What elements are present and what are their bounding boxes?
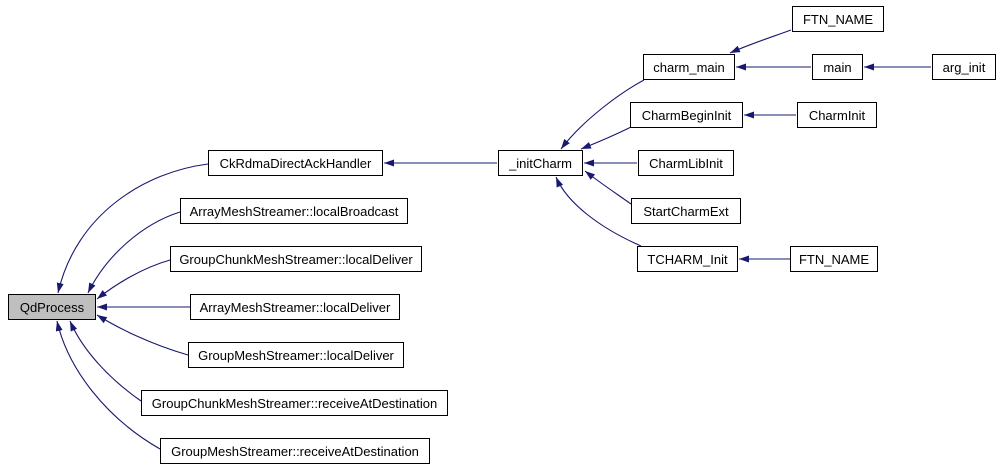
node-group-local-deliver[interactable]: GroupMeshStreamer::localDeliver — [188, 342, 404, 368]
node-ftn-name-top[interactable]: FTN_NAME — [792, 6, 884, 32]
node-charm-main[interactable]: charm_main — [643, 54, 735, 80]
edge-groupchunk-localdeliver-to-qdprocess — [96, 259, 171, 300]
node-charm-init[interactable]: CharmInit — [797, 102, 877, 128]
node-ftn-name-bottom[interactable]: FTN_NAME — [790, 246, 878, 272]
node-groupchunk-local-deliver[interactable]: GroupChunkMeshStreamer::localDeliver — [170, 246, 422, 272]
node-array-local-deliver[interactable]: ArrayMeshStreamer::localDeliver — [190, 294, 400, 320]
edge-tcharminit-to-initcharm — [555, 176, 642, 247]
edge-groupmesh-localdeliver-to-qdprocess — [96, 314, 189, 356]
node-group-receive[interactable]: GroupMeshStreamer::receiveAtDestination — [160, 438, 430, 464]
node-array-local-broadcast[interactable]: ArrayMeshStreamer::localBroadcast — [180, 198, 408, 224]
node-qdprocess[interactable]: QdProcess — [8, 294, 96, 320]
node-main[interactable]: main — [812, 54, 863, 80]
node-tcharm-init[interactable]: TCHARM_Init — [637, 246, 738, 272]
edge-ckrdmadirectackhandler-to-qdprocess — [56, 163, 209, 294]
node-ckrdma-direct-ack-handler[interactable]: CkRdmaDirectAckHandler — [208, 150, 383, 176]
node-groupchunk-receive[interactable]: GroupChunkMeshStreamer::receiveAtDestina… — [141, 390, 448, 416]
edge-charmbegininit-to-initcharm — [580, 126, 632, 150]
node-arg-init[interactable]: arg_init — [932, 54, 996, 80]
edge-groupmesh-receiveatdestination-to-qdprocess — [55, 320, 161, 450]
node-start-charm-ext[interactable]: StartCharmExt — [631, 198, 741, 224]
edge-startcharmext-to-initcharm — [584, 170, 632, 205]
node-charm-begin-init[interactable]: CharmBeginInit — [630, 102, 743, 128]
edge-localbroadcast-to-qdprocess — [87, 211, 181, 294]
edge-ftnname-to-charmmain — [729, 29, 792, 54]
edge-charmmain-to-initcharm — [560, 79, 645, 150]
node-charm-lib-init[interactable]: CharmLibInit — [638, 150, 734, 176]
edge-groupchunk-receiveatdestination-to-qdprocess — [69, 320, 142, 402]
node-init-charm[interactable]: _initCharm — [498, 150, 583, 176]
